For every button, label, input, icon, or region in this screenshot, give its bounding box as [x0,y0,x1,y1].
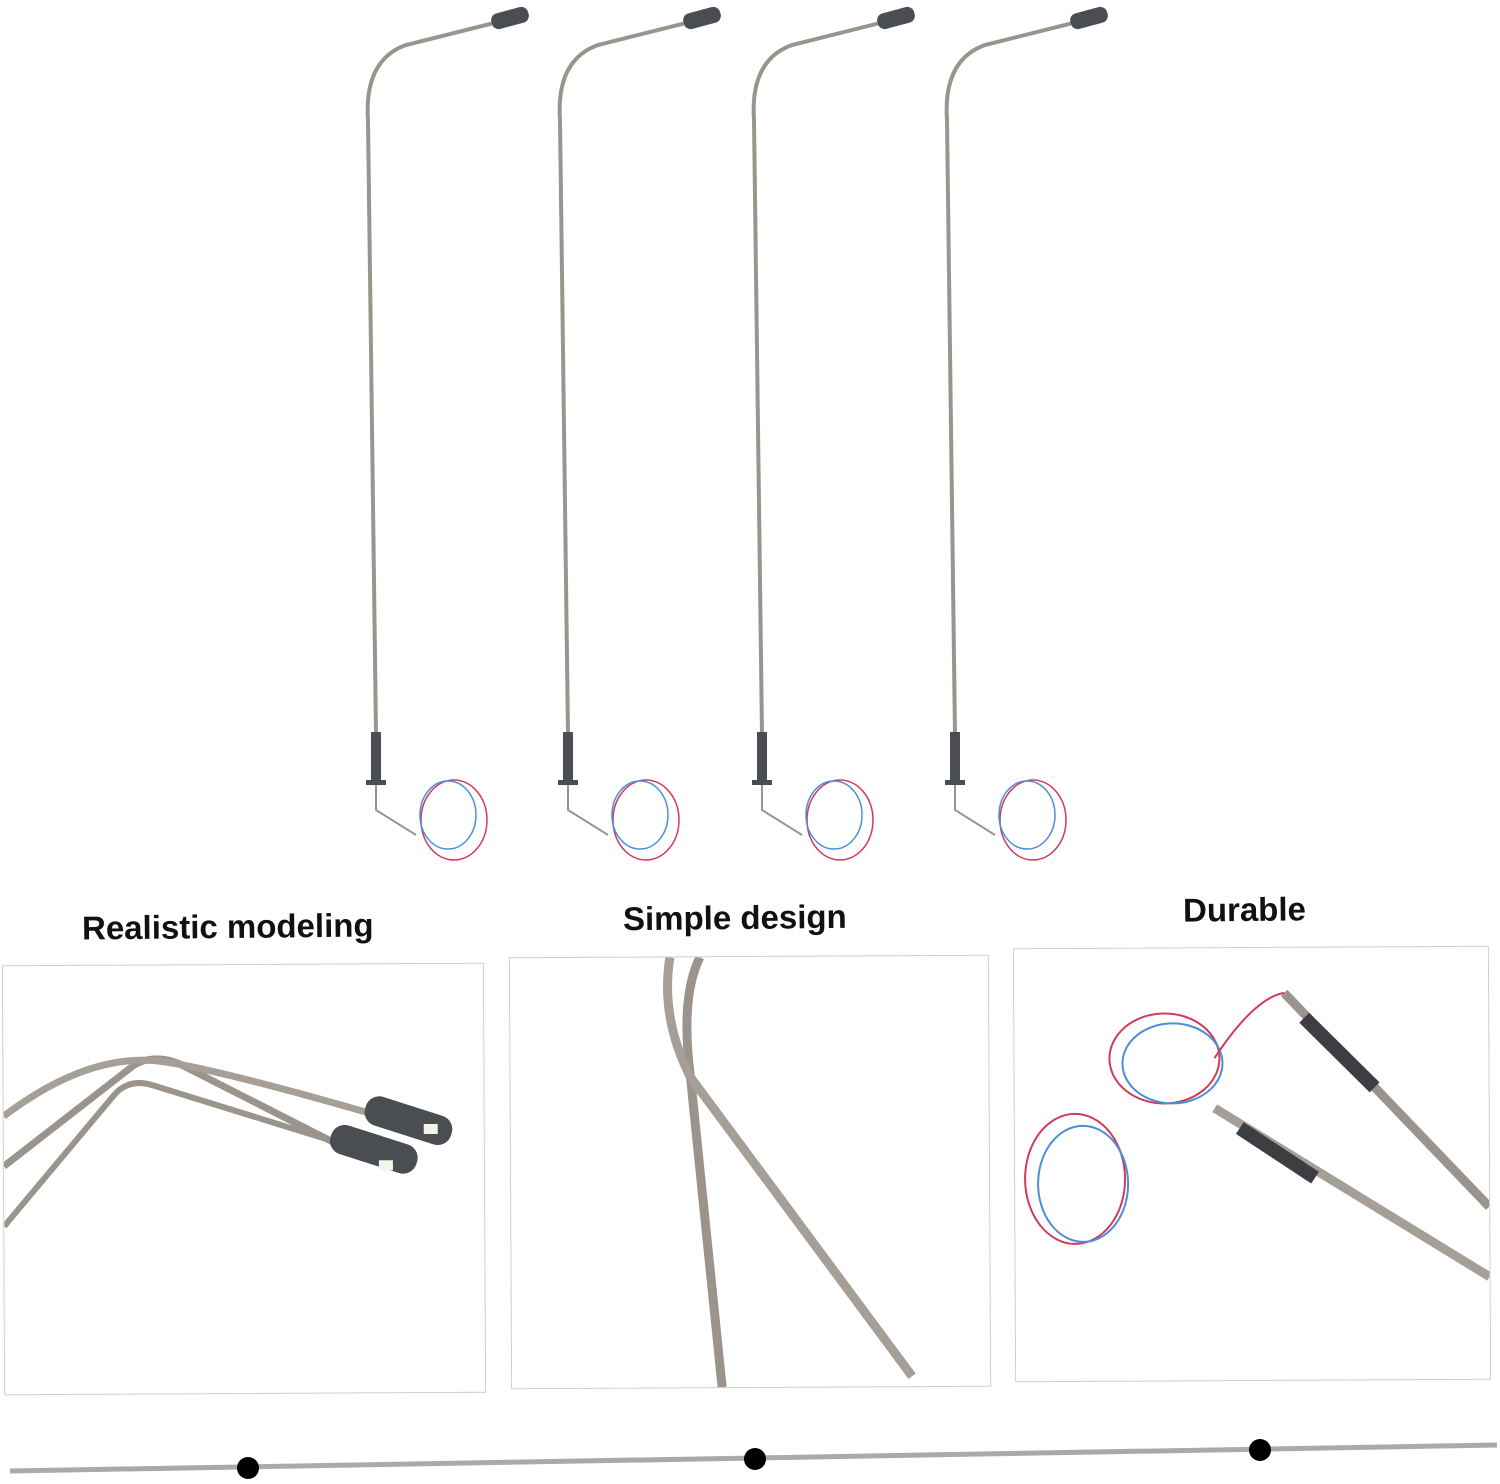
lamp-pole [751,18,893,736]
lamp-pole [944,18,1086,736]
slider-dot[interactable] [744,1448,766,1470]
lamp-pin [954,785,996,836]
wire-coil-blue [611,780,669,850]
feature-caption-simple-design: Simple design [622,897,847,938]
lamp-pin [761,785,803,836]
slider-dot[interactable] [237,1457,259,1479]
lamp-head [491,6,529,30]
lamp-head [877,6,915,30]
lamp-product-photo [365,6,1108,861]
detail-panel-wires [1012,945,1492,1383]
lamp-head [1070,6,1108,30]
lamp-base-flange [752,780,772,785]
lamp-base-flange [366,780,386,785]
lamp-pole [557,18,699,736]
street-lamp [944,6,1108,861]
wire-coil-blue [805,780,863,850]
lamp-base-flange [558,780,578,785]
slider-dot[interactable] [1249,1439,1271,1461]
lamp-base-sleeve [950,732,960,782]
feature-caption-realistic-modeling: Realistic modeling [81,906,374,947]
lamp-pin [375,785,417,836]
lamp-base-sleeve [563,732,573,782]
wire-coil-blue [998,780,1056,850]
detail-panel-pole-bend [508,954,992,1390]
lamp-head [683,6,721,30]
lamp-pin [567,785,609,836]
street-lamp [365,6,529,861]
lamp-base-sleeve [757,732,767,782]
lamp-pole [365,18,507,736]
feature-caption-durable: Durable [1182,890,1307,929]
street-lamp [557,6,721,861]
lamp-base-flange [945,780,965,785]
street-lamp [751,6,915,861]
lamp-base-sleeve [371,732,381,782]
wire-coil-blue [419,780,477,850]
detail-panel-lamp-heads [1,962,487,1396]
